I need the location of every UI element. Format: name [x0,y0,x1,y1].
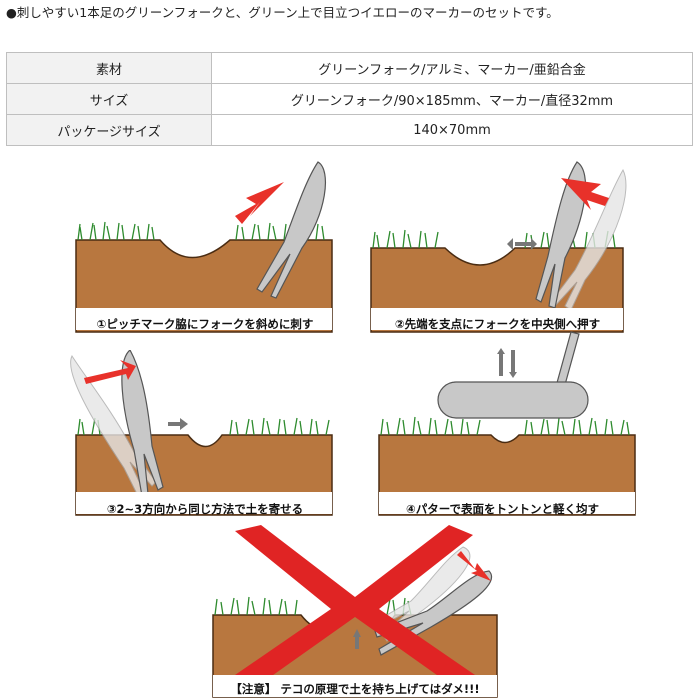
fork-ghost [70,354,157,497]
caption-box [371,308,623,330]
warning-drawing [212,525,498,698]
grass [380,416,630,436]
spec-value: グリーンフォーク/90×185mm、マーカー/直径32mm [211,83,693,115]
fork [256,161,327,299]
spec-value: グリーンフォーク/アルミ、マーカー/亜鉛合金 [211,52,693,84]
spec-table: 素材 グリーンフォーク/アルミ、マーカー/亜鉛合金 サイズ グリーンフォーク/9… [6,52,693,146]
caption-box [213,675,497,697]
step-3-illustration: ③2~3方向から同じ方法で土を寄せる [70,350,340,520]
spec-row-size: サイズ グリーンフォーク/90×185mm、マーカー/直径32mm [6,83,693,115]
spec-value: 140×70mm [211,114,693,146]
arrow-icon [84,360,136,384]
step-4-caption: ④パターで表面をトントンと軽く均す [405,502,600,516]
fork [121,350,164,497]
putter-head [437,381,589,419]
spec-row-package-size: パッケージサイズ 140×70mm [6,114,693,146]
product-description: ●刺しやすい1本足のグリーンフォークと、グリーン上で目立つイエローのマーカーのセ… [6,5,559,20]
caption-box [76,308,332,330]
warning-illustration: 【注意】 テコの原理で土を持ち上げてはダメ!!! [205,525,505,700]
step-2-drawing [370,161,627,333]
arrow-icon [561,178,609,210]
step-2-illustration: ②先端を支点にフォークを中央側へ押す [365,160,630,335]
step-4-illustration: ④パターで表面をトントンと軽く均す [365,330,640,520]
warning-caption: 【注意】 テコの原理で土を持ち上げてはダメ!!! [230,682,480,696]
double-arrow-icon [168,418,188,430]
step-2-caption: ②先端を支点にフォークを中央側へ押す [394,317,601,331]
cross-mark-icon [235,525,475,685]
double-arrow-icon [507,238,537,250]
up-down-arrow-icon [497,348,517,378]
spec-row-material: 素材 グリーンフォーク/アルミ、マーカー/亜鉛合金 [6,52,693,84]
step-1-caption: ①ピッチマーク脇にフォークを斜めに刺す [96,317,314,331]
step-1-illustration: ①ピッチマーク脇にフォークを斜めに刺す [70,160,340,335]
grass [77,221,325,241]
step-3-drawing [70,350,333,516]
fork-ghost [550,168,627,311]
spec-label: パッケージサイズ [6,114,212,146]
step-4-drawing [378,331,636,516]
grass [77,417,330,436]
step-1-drawing [75,161,333,333]
caption-box [379,492,635,514]
spec-label: サイズ [6,83,212,115]
arrow-icon [235,182,284,224]
grass [372,229,616,249]
caption-box [76,492,332,514]
spec-label: 素材 [6,52,212,84]
arrow-icon [457,551,491,581]
step-3-caption: ③2~3方向から同じ方法で土を寄せる [106,502,304,516]
up-arrow-icon [353,629,361,649]
